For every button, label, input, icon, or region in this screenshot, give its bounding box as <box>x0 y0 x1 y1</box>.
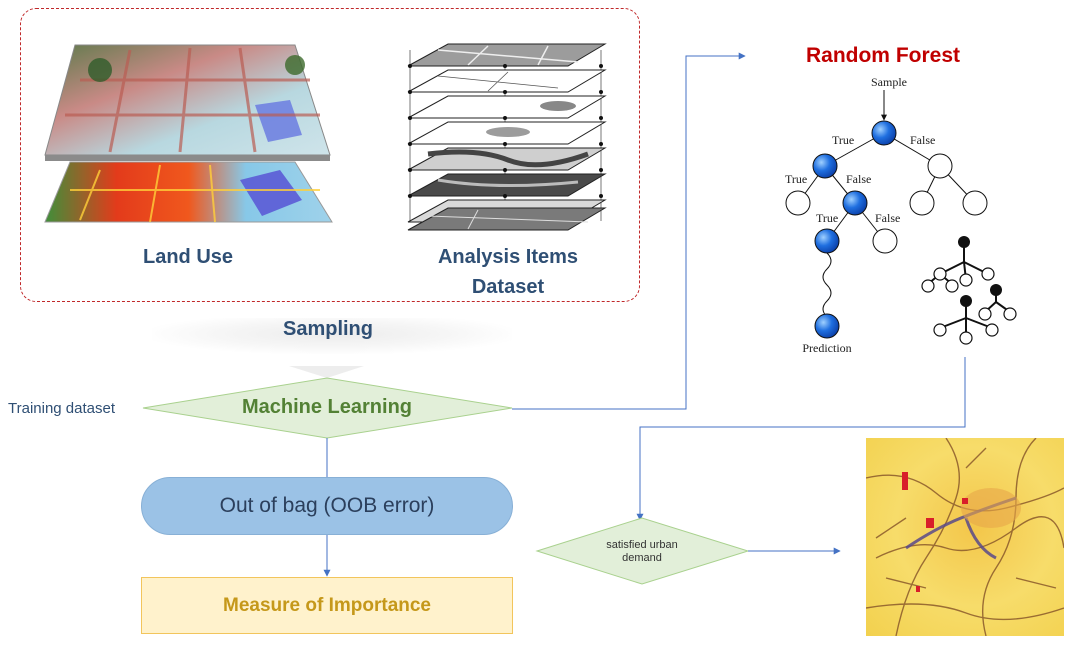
land-use-label: Land Use <box>142 246 234 268</box>
layer-3 <box>407 95 607 119</box>
layer-6 <box>407 173 607 197</box>
layer-8 <box>407 207 607 231</box>
random-forest-title: Random Forest <box>805 44 960 67</box>
sample-label: Sample <box>871 75 907 89</box>
layer-2 <box>407 69 607 93</box>
rf-to-decision-connector <box>636 357 966 521</box>
layer-1 <box>407 43 607 67</box>
machine-learning-label: Machine Learning <box>241 396 413 418</box>
urban-demand-result-map <box>866 438 1064 636</box>
decision-line-2: demand <box>622 552 662 564</box>
decision-line-1: satisfied urban <box>606 539 678 551</box>
true-label-1: True <box>832 133 855 147</box>
false-label-2: False <box>846 172 872 186</box>
root-node <box>871 120 897 146</box>
land-use-map-stack <box>44 44 333 223</box>
prediction-node <box>814 313 840 339</box>
training-dataset-label: Training dataset <box>8 400 116 417</box>
leaf-c <box>962 190 988 216</box>
input-data-group <box>20 8 640 302</box>
oob-error-label: Out of bag (OOB error) <box>219 494 435 517</box>
true-label-2: True <box>785 172 808 186</box>
dataset-label: Dataset <box>471 276 545 298</box>
sampling-label: Sampling <box>282 318 373 340</box>
ml-to-rf-connector <box>512 52 746 410</box>
measure-of-importance-label: Measure of Importance <box>223 594 431 616</box>
leaf-a <box>785 190 811 216</box>
prediction-label: Prediction <box>802 341 852 355</box>
false-label-3: False <box>875 211 901 225</box>
measure-of-importance-box: Measure of Importance <box>141 577 513 634</box>
layer-4 <box>407 121 607 145</box>
true-label-3: True <box>816 211 839 225</box>
node-l2 <box>842 190 868 216</box>
node-l3 <box>814 228 840 254</box>
machine-learning-diamond <box>142 377 513 439</box>
oob-error-box: Out of bag (OOB error) <box>141 477 513 535</box>
layer-5 <box>407 147 607 171</box>
sampling-down-arrow <box>289 366 364 378</box>
false-label-1: False <box>910 133 936 147</box>
analysis-items-label: Analysis Items <box>437 246 579 268</box>
analysis-layers-stack <box>407 43 607 231</box>
leaf-b <box>909 190 935 216</box>
node-r1 <box>927 153 953 179</box>
sampling-glow <box>152 318 512 354</box>
random-forest-diagram <box>785 90 1017 345</box>
leaf-d <box>872 228 898 254</box>
decision-label: satisfied urban demand <box>567 539 717 565</box>
node-l1 <box>812 153 838 179</box>
